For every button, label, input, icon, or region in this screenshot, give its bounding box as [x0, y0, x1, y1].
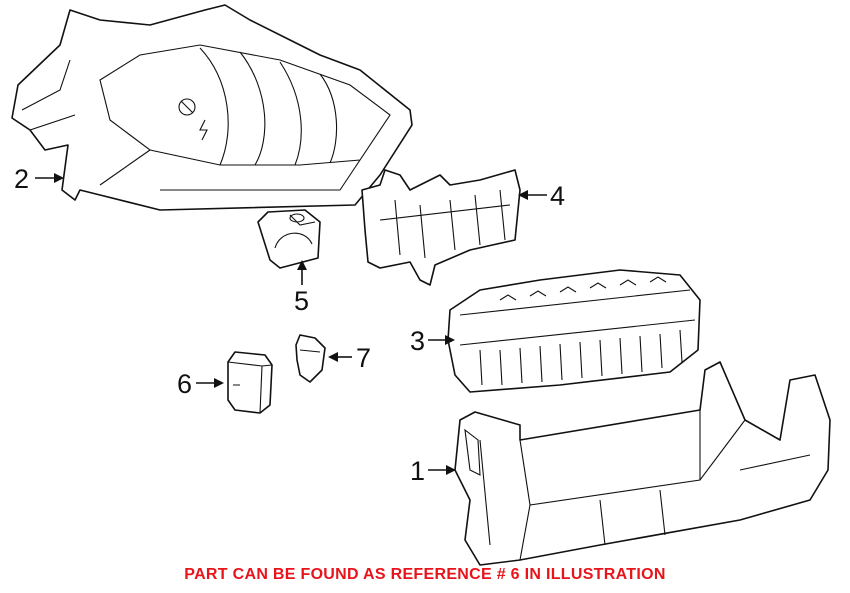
svg-text:2: 2: [14, 164, 29, 194]
callout-1: 1: [410, 456, 456, 486]
callout-6: 6: [177, 369, 224, 399]
part-2-cover: [11, 4, 413, 211]
part-5-holder: [257, 209, 321, 269]
svg-text:1: 1: [410, 456, 425, 486]
svg-text:5: 5: [294, 286, 309, 316]
part-6-relay: [227, 351, 273, 414]
svg-text:6: 6: [177, 369, 192, 399]
part-1-housing: [454, 361, 831, 566]
part-7-clip: [295, 334, 326, 383]
callout-7: 7: [328, 343, 371, 373]
svg-text:3: 3: [410, 326, 425, 356]
part-4-bracket: [361, 169, 521, 286]
callout-2: 2: [14, 164, 64, 194]
reference-note: PART CAN BE FOUND AS REFERENCE # 6 IN IL…: [184, 566, 666, 583]
svg-text:7: 7: [356, 343, 371, 373]
callout-3: 3: [410, 326, 455, 356]
callout-5: 5: [294, 260, 309, 316]
svg-text:4: 4: [550, 181, 565, 211]
callout-4: 4: [518, 181, 565, 211]
part-3-fuse-block: [447, 269, 701, 393]
